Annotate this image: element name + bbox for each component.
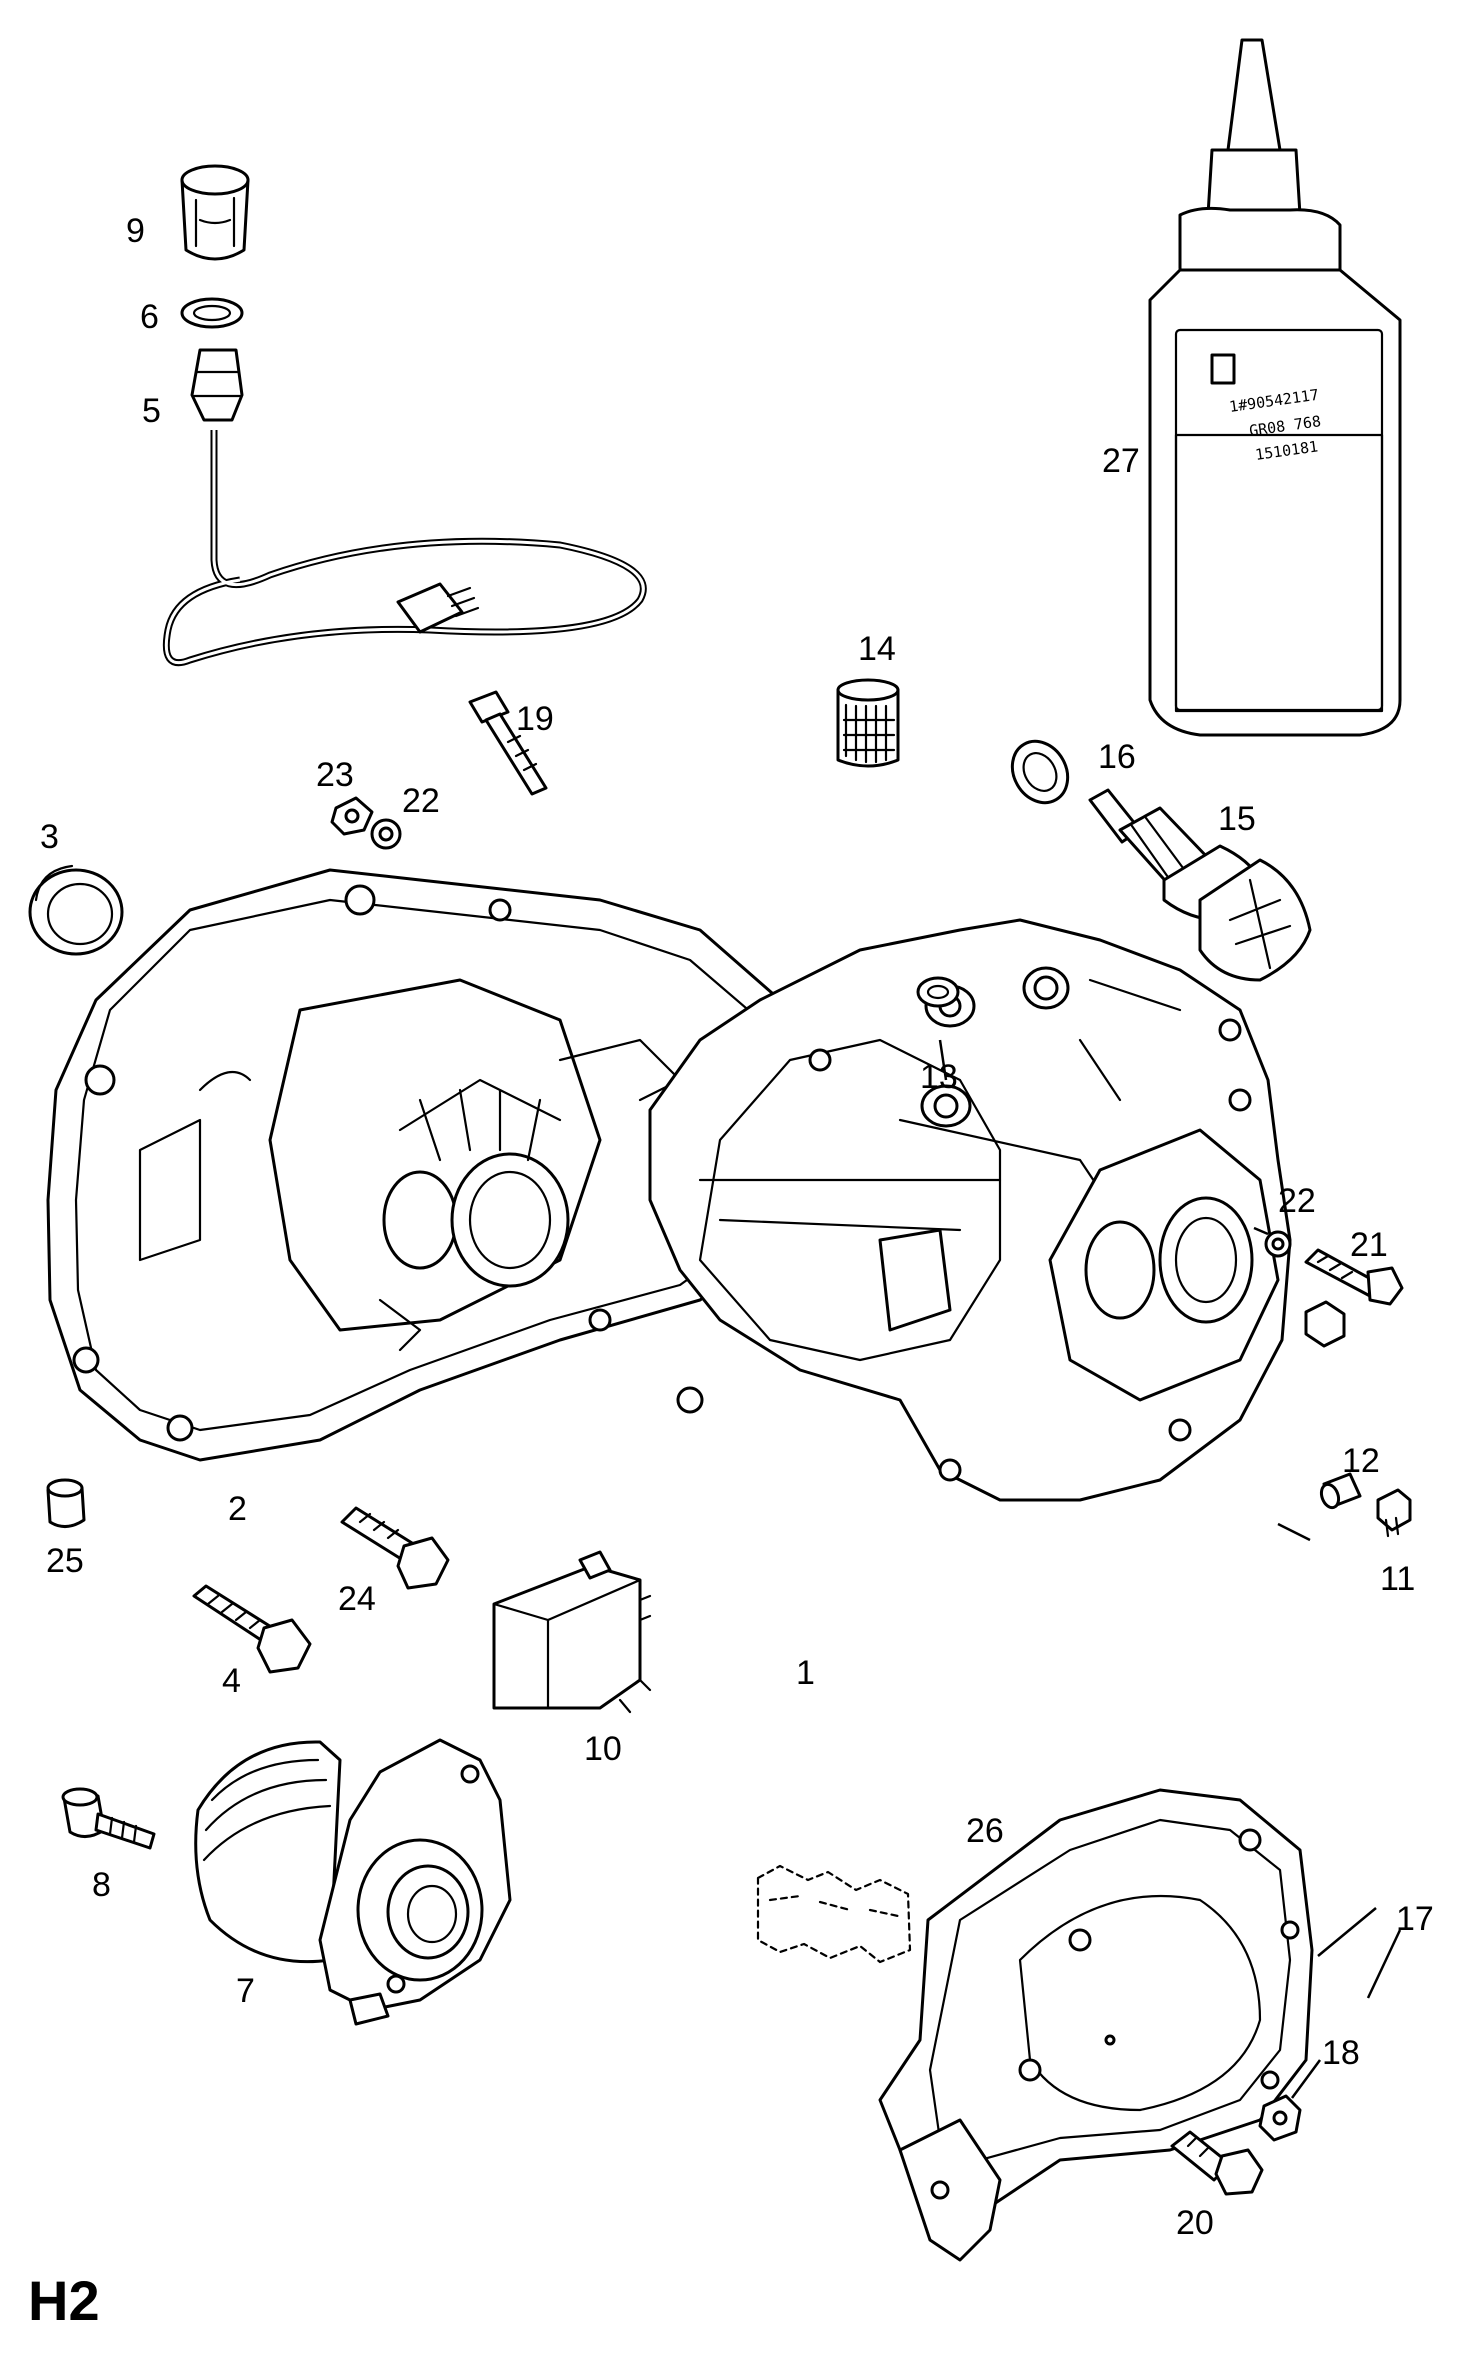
part-25-sleeve [46,1478,86,1528]
label-21: 21 [1350,1226,1388,1264]
part-2-clutch-housing [46,868,832,1462]
part-15-sensor [1088,788,1312,982]
label-3: 3 [40,818,59,856]
part-13-plug [916,976,960,1008]
label-26: 26 [966,1812,1004,1850]
label-16: 16 [1098,738,1136,776]
label-8: 8 [92,1866,111,1904]
label-10: 10 [584,1730,622,1768]
part-23-nut [330,796,374,836]
part-24-bolt [340,1506,450,1590]
part-10-module [492,1550,652,1714]
part-8-screw [61,1787,156,1850]
label-22-top: 22 [402,782,440,820]
label-9: 9 [126,212,145,250]
part-22-washer-top [370,818,402,850]
label-4: 4 [222,1662,241,1700]
part-17-side-cover [878,1788,1314,2262]
label-27: 27 [1102,442,1140,480]
label-7: 7 [236,1972,255,2010]
label-20: 20 [1176,2204,1214,2242]
label-17: 17 [1396,1900,1434,1938]
part-12-pin [1319,1472,1362,1510]
label-18: 18 [1322,2034,1360,2072]
label-24: 24 [338,1580,376,1618]
label-1: 1 [796,1654,815,1692]
part-26-bracket-outline [756,1864,912,1964]
label-15: 15 [1218,800,1256,838]
label-11: 11 [1380,1560,1415,1598]
part-21-nut [1304,1300,1346,1348]
label-23: 23 [316,756,354,794]
label-25: 25 [46,1542,84,1580]
leader-lines [938,1039,1402,2099]
part-21-bolt [1304,1248,1404,1306]
part-16-ring [1010,739,1070,805]
label-13: 13 [920,1058,958,1096]
label-6: 6 [140,298,159,336]
sheet-code: H2 [28,2269,100,2332]
part-9-sleeve [180,164,250,261]
part-11-plug [1376,1488,1412,1538]
part-19-bolt [468,690,548,796]
label-5: 5 [142,392,161,430]
label-2: 2 [228,1490,247,1528]
label-19: 19 [516,700,554,738]
label-14: 14 [858,630,896,668]
part-18-nut [1258,2094,1302,2142]
part-6-ring [180,297,244,329]
part-4-bolt [192,1584,312,1674]
part-7-release-bearing [194,1738,512,2026]
part-27-bottle [1148,38,1402,737]
part-14-filter [836,678,900,768]
label-12: 12 [1342,1442,1380,1480]
part-1-transmission-housing [648,918,1292,1502]
part-3-seal [28,864,124,956]
part-22-washer-right [1264,1230,1292,1258]
part-20-bolt [1170,2130,1264,2196]
part-5-pipe [162,348,647,667]
label-22-right: 22 [1278,1182,1316,1220]
